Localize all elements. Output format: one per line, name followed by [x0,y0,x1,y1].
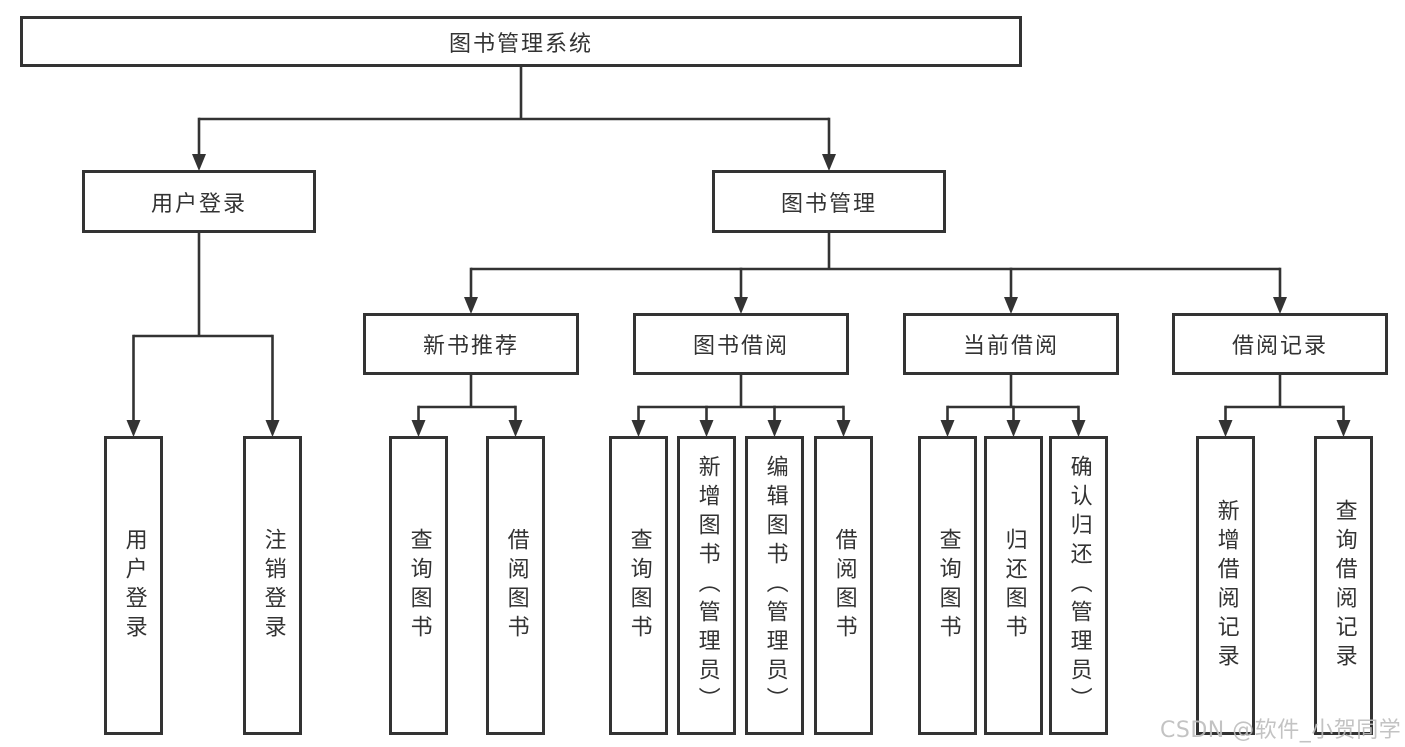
node-book-borrow: 图书借阅 [633,313,849,375]
leaf-query-borrow-record: 查询借阅记录 [1314,436,1373,735]
arrowhead-down-icon [464,297,478,314]
node-user-login-label: 用户登录 [150,191,247,217]
leaf-return-books-label: 归还图书 [1001,527,1027,644]
leaf-query-books-2: 查询图书 [609,436,668,735]
leaf-query-books-3-label: 查询图书 [935,527,961,644]
arrowhead-down-icon [940,420,955,437]
leaf-confirm-return-admin-label: 确认归还（管理员） [1066,455,1092,716]
node-user-login: 用户登录 [82,170,316,233]
leaf-borrow-books-1-label: 借阅图书 [503,527,529,644]
leaf-add-borrow-record: 新增借阅记录 [1196,436,1255,735]
leaf-borrow-books-2-label: 借阅图书 [831,527,857,644]
connector-user-login [126,232,280,437]
leaf-borrow-books-1: 借阅图书 [486,436,545,735]
leaf-logout: 注销登录 [243,436,302,735]
arrowhead-down-icon [411,420,426,437]
connector-new-book-recommend [411,374,523,437]
node-new-book-recommend: 新书推荐 [363,313,579,375]
node-book-management: 图书管理 [712,170,946,233]
leaf-add-books-admin-label: 新增图书（管理员） [694,455,720,716]
arrowhead-down-icon [1004,297,1018,314]
node-book-management-label: 图书管理 [780,191,877,217]
arrowhead-down-icon [631,420,646,437]
arrowhead-down-icon [822,154,836,171]
arrowhead-down-icon [1336,420,1351,437]
leaf-edit-books-admin: 编辑图书（管理员） [745,436,804,735]
node-root: 图书管理系统 [20,16,1022,67]
arrowhead-down-icon [767,420,782,437]
arrowhead-down-icon [126,420,141,437]
arrowhead-down-icon [265,420,280,437]
leaf-confirm-return-admin: 确认归还（管理员） [1049,436,1108,735]
arrowhead-down-icon [192,154,206,171]
arrowhead-down-icon [1218,420,1233,437]
connector-book-borrow [631,374,851,437]
arrowhead-down-icon [1006,420,1021,437]
leaf-query-books-1-label: 查询图书 [406,527,432,644]
node-borrow-records-label: 借阅记录 [1231,334,1328,359]
arrowhead-down-icon [508,420,523,437]
arrowhead-down-icon [734,297,748,314]
node-root-label: 图书管理系统 [448,31,593,57]
leaf-return-books: 归还图书 [984,436,1043,735]
leaf-add-borrow-record-label: 新增借阅记录 [1213,498,1239,673]
connector-book-management [464,232,1287,314]
node-current-borrow-label: 当前借阅 [962,334,1059,359]
csdn-watermark: CSDN @软件_小贺同学 [1160,718,1402,743]
leaf-query-books-1: 查询图书 [389,436,448,735]
leaf-query-books-3: 查询图书 [918,436,977,735]
arrowhead-down-icon [1273,297,1287,314]
connector-borrow-records [1218,374,1351,437]
leaf-query-borrow-record-label: 查询借阅记录 [1331,498,1357,673]
leaf-user-login: 用户登录 [104,436,163,735]
leaf-logout-label: 注销登录 [260,527,286,644]
arrowhead-down-icon [699,420,714,437]
node-new-book-recommend-label: 新书推荐 [422,334,519,359]
leaf-user-login-label: 用户登录 [121,527,147,644]
node-current-borrow: 当前借阅 [903,313,1119,375]
connector-current-borrow [940,374,1086,437]
node-borrow-records: 借阅记录 [1172,313,1388,375]
leaf-add-books-admin: 新增图书（管理员） [677,436,736,735]
leaf-borrow-books-2: 借阅图书 [814,436,873,735]
arrowhead-down-icon [1071,420,1086,437]
arrowhead-down-icon [836,420,851,437]
leaf-query-books-2-label: 查询图书 [626,527,652,644]
connector-root [192,67,836,171]
node-book-borrow-label: 图书借阅 [692,334,789,359]
leaf-edit-books-admin-label: 编辑图书（管理员） [762,455,788,716]
